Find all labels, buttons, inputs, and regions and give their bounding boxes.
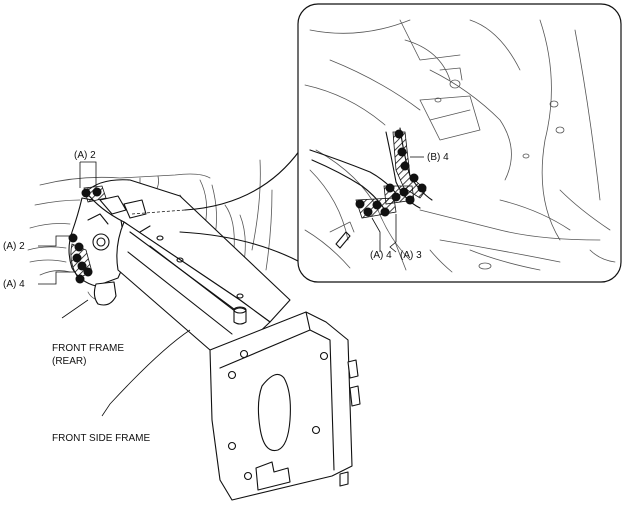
label-a4-inset: (A) 4 bbox=[370, 250, 392, 261]
weld-point bbox=[397, 147, 407, 157]
label-a3-inset: (A) 3 bbox=[400, 250, 422, 261]
callout-labels: (A) 2 (A) 2 (A) 4 (B) 4 (A) 4 (A) 3 FRON… bbox=[3, 150, 449, 444]
main-weld-points bbox=[68, 185, 107, 284]
weld-point bbox=[363, 207, 373, 217]
label-front-frame-rear-line1: FRONT FRAME bbox=[52, 343, 124, 354]
weld-point bbox=[81, 188, 91, 198]
label-front-side-frame: FRONT SIDE FRAME bbox=[52, 433, 150, 444]
weld-point bbox=[77, 261, 87, 271]
weld-point bbox=[92, 187, 102, 197]
leader-lines bbox=[38, 156, 424, 417]
weld-point bbox=[394, 129, 404, 139]
frame-end-plate bbox=[209, 311, 361, 501]
weld-point bbox=[83, 267, 93, 277]
weld-point bbox=[409, 173, 419, 183]
weld-point bbox=[68, 233, 78, 243]
label-a4-left: (A) 4 bbox=[3, 279, 25, 290]
weld-point bbox=[75, 274, 85, 284]
label-b4-inset: (B) 4 bbox=[427, 152, 449, 163]
front-side-frame bbox=[85, 179, 291, 365]
weld-point bbox=[417, 183, 427, 193]
label-a2-top: (A) 2 bbox=[74, 150, 96, 161]
detail-inset bbox=[297, 3, 622, 283]
weld-point bbox=[74, 242, 84, 252]
weld-point bbox=[400, 161, 410, 171]
weld-point bbox=[405, 195, 415, 205]
weld-point bbox=[72, 253, 82, 263]
label-front-frame-rear-line2: (REAR) bbox=[52, 356, 86, 367]
weld-point bbox=[380, 207, 390, 217]
weld-point bbox=[372, 200, 382, 210]
weld-point bbox=[391, 192, 401, 202]
weld-point bbox=[355, 199, 365, 209]
weld-point bbox=[385, 183, 395, 193]
label-a2-left: (A) 2 bbox=[3, 241, 25, 252]
weld-point bbox=[399, 187, 409, 197]
detail-callout-lines bbox=[131, 149, 301, 263]
